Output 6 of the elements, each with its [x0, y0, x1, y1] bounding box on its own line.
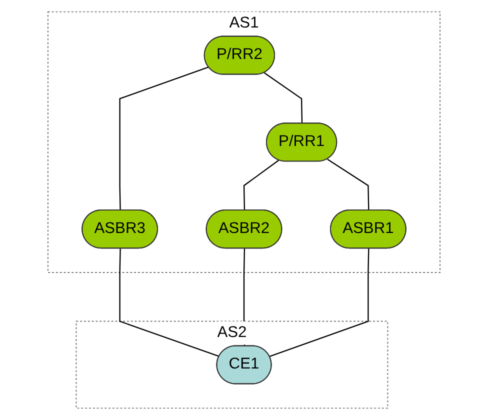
connector: [243, 159, 280, 210]
connector: [119, 66, 209, 210]
connector: [119, 248, 220, 356]
connector: [269, 248, 370, 356]
connector: [264, 72, 303, 124]
connector: [327, 158, 370, 210]
